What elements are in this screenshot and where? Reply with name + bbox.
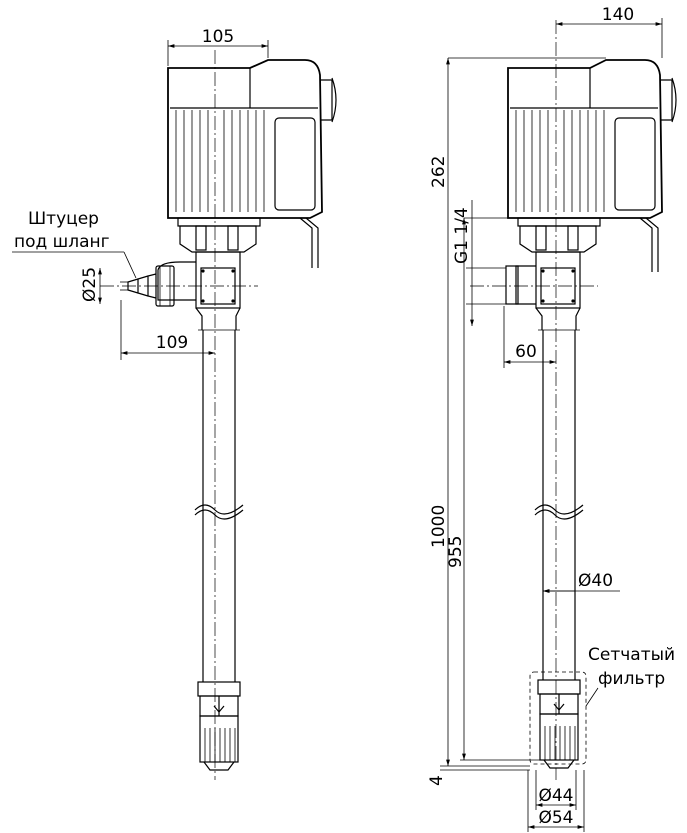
right-width-label: 140 <box>602 5 634 25</box>
left-tube <box>194 307 244 682</box>
left-width-label: 105 <box>202 27 234 47</box>
foot-inner-diameter-dimension: Ø44 <box>535 770 577 810</box>
filter-callout: Сетчатый фильтр <box>585 645 675 707</box>
right-foot-filter <box>529 671 587 769</box>
right-motor-housing <box>507 59 677 272</box>
left-foot <box>197 681 241 771</box>
left-offset-dimension: 109 <box>120 300 215 360</box>
right-tube <box>534 307 584 680</box>
thread-label: G1 1/4 <box>452 207 472 264</box>
left-offset-label: 109 <box>156 333 188 353</box>
left-coupling <box>177 217 261 253</box>
hose-diameter-dimension: Ø25 <box>80 267 102 304</box>
tube-diameter-label: Ø40 <box>578 571 613 591</box>
motor-height-label: 262 <box>429 156 449 188</box>
total-length-label: 1000 <box>429 505 449 548</box>
filter-label-1: Сетчатый <box>588 645 675 665</box>
motor-height-dimension: 262 <box>429 58 450 766</box>
outlet-offset-label: 60 <box>515 342 537 362</box>
right-coupling <box>517 217 601 253</box>
immersion-length-dimension: 955 <box>446 218 540 761</box>
foot-outer-diameter-label: Ø54 <box>538 808 573 828</box>
hose-fitting-label-2: под шланг <box>14 232 110 252</box>
thread-dimension: G1 1/4 <box>452 200 506 326</box>
hose-diameter-label: Ø25 <box>80 267 100 302</box>
hose-fitting-label-1: Штуцер <box>28 209 99 229</box>
foot-outer-diameter-dimension: Ø54 <box>527 770 585 832</box>
tube-diameter-dimension: Ø40 <box>543 571 620 593</box>
right-outlet-body <box>470 251 598 309</box>
right-view: 140 262 G1 1/4 60 1000 9 <box>427 5 677 832</box>
left-view: 105 Штуцер под шланг Ø25 109 <box>12 27 337 780</box>
filter-label-2: фильтр <box>598 669 665 689</box>
gap-label: 4 <box>427 775 447 786</box>
right-width-dimension: 140 <box>556 5 663 58</box>
left-width-dimension: 105 <box>167 27 269 66</box>
left-motor-housing <box>167 59 337 268</box>
left-outlet-body <box>100 251 258 309</box>
foot-inner-diameter-label: Ø44 <box>538 786 573 806</box>
hose-fitting-callout: Штуцер под шланг <box>12 209 137 279</box>
outlet-offset-dimension: 60 <box>503 306 556 368</box>
immersion-length-label: 955 <box>446 536 466 568</box>
gap-dimension: 4 <box>427 765 530 786</box>
total-length-dimension: 1000 <box>429 505 449 548</box>
